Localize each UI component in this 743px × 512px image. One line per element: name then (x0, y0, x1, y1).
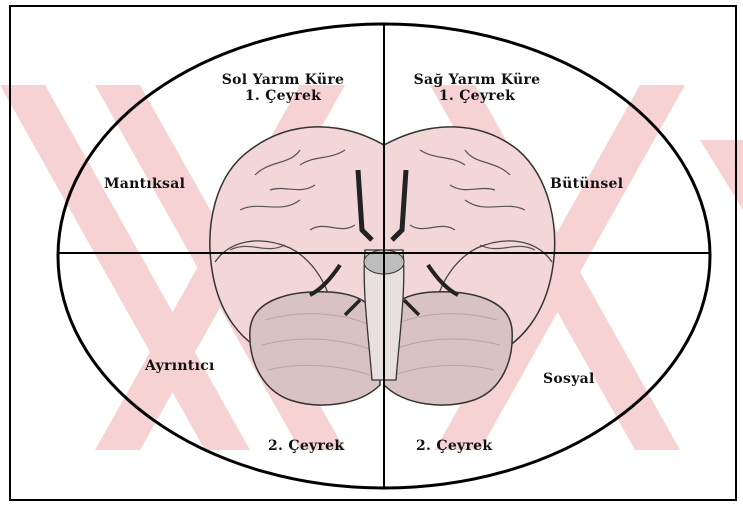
top-right-label: Sağ Yarım Küre 1. Çeyrek (392, 72, 562, 104)
bottom-left-label: 2. Çeyrek (268, 438, 344, 454)
right-lower-label: Sosyal (543, 371, 595, 387)
brain-illustration (210, 127, 555, 405)
right-upper-label: Bütünsel (550, 176, 623, 192)
left-upper-label: Mantıksal (104, 176, 185, 192)
top-left-line1: Sol Yarım Küre (198, 72, 368, 88)
top-left-line2: 1. Çeyrek (198, 88, 368, 104)
left-lower-label: Ayrıntıcı (145, 358, 215, 374)
top-right-line1: Sağ Yarım Küre (392, 72, 562, 88)
top-left-label: Sol Yarım Küre 1. Çeyrek (198, 72, 368, 104)
top-right-line2: 1. Çeyrek (392, 88, 562, 104)
bottom-right-label: 2. Çeyrek (416, 438, 492, 454)
